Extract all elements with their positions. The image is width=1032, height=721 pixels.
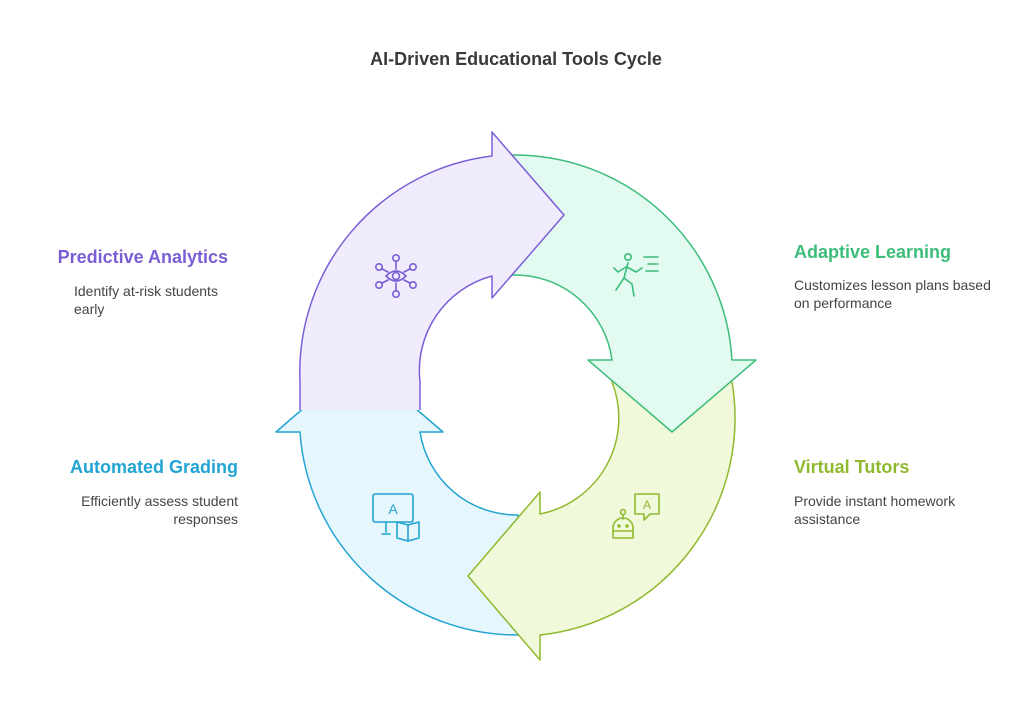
automated-grading-arrow bbox=[275, 359, 519, 636]
page-title: AI-Driven Educational Tools Cycle bbox=[370, 49, 662, 69]
predictive-analytics-title: Predictive Analytics bbox=[57, 247, 228, 267]
automated-grading-description: Efficiently assess student responses bbox=[81, 493, 238, 527]
automated-grading-title: Automated Grading bbox=[69, 457, 238, 477]
adaptive-learning-title: Adaptive Learning bbox=[794, 242, 952, 262]
virtual-tutors-title: Virtual Tutors bbox=[794, 457, 910, 477]
svg-text:A: A bbox=[388, 501, 398, 517]
runner-icon bbox=[613, 253, 659, 297]
robot-tutor-icon: A bbox=[612, 493, 660, 539]
predictive-analytics-arrow bbox=[299, 131, 565, 410]
network-eye-icon bbox=[374, 254, 417, 298]
virtual-tutors-description: Provide instant homework assistance bbox=[794, 493, 956, 527]
adaptive-learning-description: Customizes lesson plans based on perform… bbox=[794, 277, 991, 311]
predictive-analytics-description: Identify at-risk students early bbox=[74, 283, 218, 317]
svg-text:A: A bbox=[643, 498, 651, 512]
grading-screen-icon: A bbox=[372, 493, 420, 542]
virtual-tutors-arrow bbox=[467, 381, 736, 661]
